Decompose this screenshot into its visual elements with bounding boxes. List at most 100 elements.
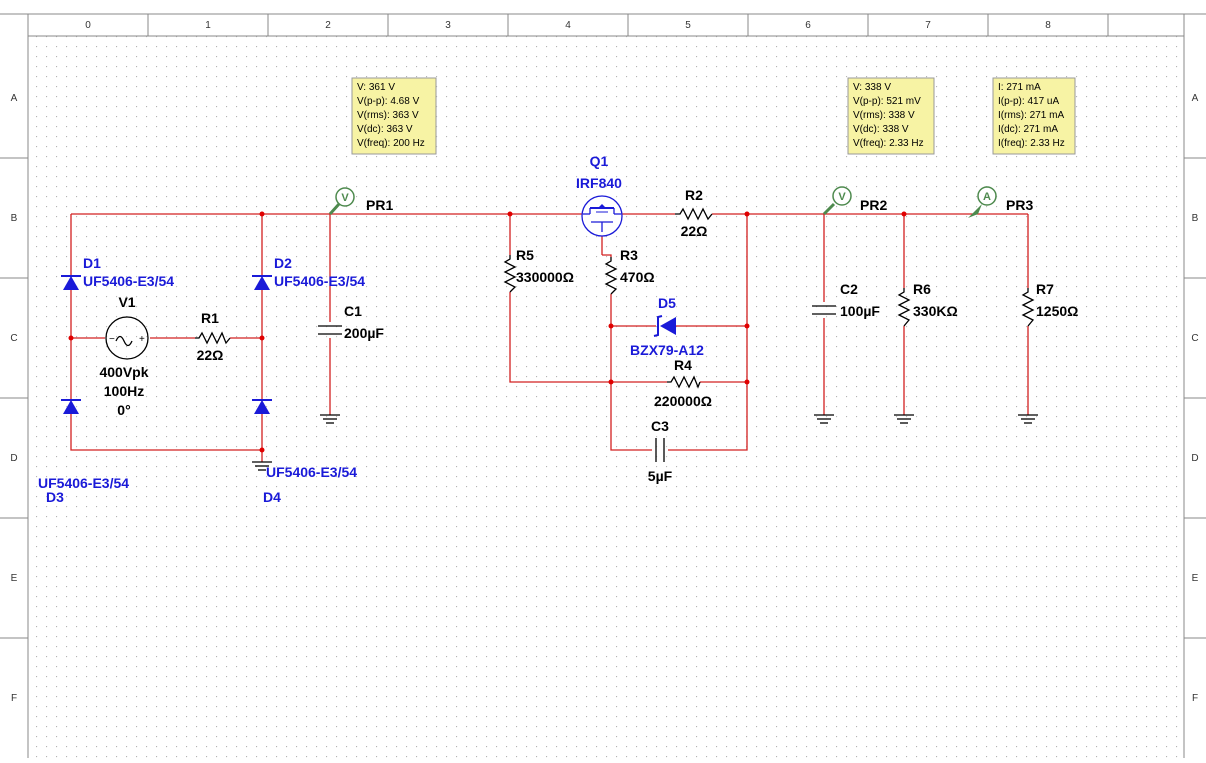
row-label: D [10,453,17,464]
d5-ref-label: D5 [658,295,676,311]
r6-value-label: 330KΩ [913,303,958,319]
d2-model-label: UF5406-E3/54 [274,273,365,289]
voltmeter-icon: V [838,191,846,203]
ground-symbol [814,414,834,424]
c2-ref-label: C2 [840,281,858,297]
row-label: F [11,693,17,704]
c1-value-label: 200µF [344,325,384,341]
tooltip-line: V(rms): 338 V [853,110,915,121]
c3-ref-label: C3 [651,418,669,434]
top-ruler: 0 1 2 3 4 5 6 7 8 [0,13,1206,758]
q1-model-label: IRF840 [576,175,622,191]
v1-amplitude-label: 400Vpk [99,364,148,380]
resistor-r6[interactable] [897,288,911,327]
probe-tooltip-pr1: V: 361 V V(p-p): 4.68 V V(rms): 363 V V(… [351,77,437,155]
voltmeter-icon: V [341,192,349,204]
col-label: 4 [565,20,571,31]
col-label: 1 [205,20,211,31]
row-label: D [1191,453,1198,464]
svg-text:+: + [139,334,145,345]
tooltip-line: I(p-p): 417 uA [998,96,1059,107]
row-label: C [10,333,17,344]
r5-ref-label: R5 [516,247,534,263]
r2-value-label: 22Ω [681,223,708,239]
r3-ref-label: R3 [620,247,638,263]
diode-d2[interactable] [252,275,272,290]
tooltip-line: V(rms): 363 V [357,110,419,121]
r6-ref-label: R6 [913,281,931,297]
resistor-r1[interactable] [195,331,231,345]
tooltip-line: I(rms): 271 mA [998,110,1064,121]
ac-source-v1[interactable]: − + [105,316,149,360]
tooltip-line: V(freq): 2.33 Hz [853,138,924,149]
junctions [68,211,907,453]
tooltip-line: V(dc): 363 V [357,124,413,135]
tooltip-line: V(dc): 338 V [853,124,909,135]
row-label: A [11,93,18,104]
resistor-r4[interactable] [667,375,701,389]
row-label: B [1192,213,1199,224]
tooltip-line: V(p-p): 4.68 V [357,96,420,107]
row-label: F [1192,693,1198,704]
capacitor-c3[interactable] [655,438,665,462]
col-label: 0 [85,20,91,31]
diode-d4[interactable] [252,399,272,414]
r1-ref-label: R1 [201,310,219,326]
v1-phase-label: 0° [117,402,130,418]
r4-ref-label: R4 [674,357,692,373]
r5-value-label: 330000Ω [516,269,574,285]
col-label: 8 [1045,20,1051,31]
diode-d1[interactable] [61,275,81,290]
probe-pr2[interactable]: V PR2 [822,186,887,216]
r1-value-label: 22Ω [197,347,224,363]
resistor-r5[interactable] [503,255,517,293]
d5-model-label: BZX79-A12 [630,342,704,358]
col-label: 5 [685,20,691,31]
c1-ref-label: C1 [344,303,362,319]
d3-ref-label: D3 [46,489,64,505]
r2-ref-label: R2 [685,187,703,203]
v1-ref-label: V1 [118,294,135,310]
tooltip-line: I(dc): 271 mA [998,124,1058,135]
tooltip-line: V: 338 V [853,82,891,93]
probe-pr1[interactable]: V PR1 [328,187,393,216]
r7-ref-label: R7 [1036,281,1054,297]
probe-label: PR2 [860,197,887,213]
resistor-r3[interactable] [602,254,618,295]
row-label: E [1192,573,1199,584]
tooltip-line: I: 271 mA [998,82,1041,93]
probe-label: PR1 [366,197,393,213]
diode-d3[interactable] [61,399,81,414]
resistor-r7[interactable] [1021,288,1035,327]
tooltip-line: I(freq): 2.33 Hz [998,138,1065,149]
grid [36,36,1184,758]
q1-ref-label: Q1 [590,153,609,169]
capacitor-c1[interactable] [318,325,342,335]
row-label: E [11,573,18,584]
tooltip-line: V(p-p): 521 mV [853,96,921,107]
c3-value-label: 5µF [648,468,673,484]
d1-ref-label: D1 [83,255,101,271]
capacitor-c2[interactable] [812,305,836,315]
c2-value-label: 100µF [840,303,880,319]
d4-ref-label: D4 [263,489,281,505]
mosfet-q1[interactable] [581,195,623,237]
d2-ref-label: D2 [274,255,292,271]
ground-symbol [320,414,340,424]
r4-value-label: 220000Ω [654,393,712,409]
tooltip-line: V(freq): 200 Hz [357,138,425,149]
side-rulers: A B C D E F A B C D E F [0,93,1206,704]
svg-text:−: − [109,334,115,345]
row-label: A [1192,93,1199,104]
probe-label: PR3 [1006,197,1033,213]
zener-d5[interactable] [653,315,676,337]
ground-symbol [894,414,914,424]
tooltip-line: V: 361 V [357,82,395,93]
v1-frequency-label: 100Hz [104,383,144,399]
probe-pr3[interactable]: A PR3 [968,186,1033,218]
d1-model-label: UF5406-E3/54 [83,273,174,289]
resistor-r2[interactable] [675,207,713,221]
d3-model-label: UF5406-E3/54 [38,475,129,491]
